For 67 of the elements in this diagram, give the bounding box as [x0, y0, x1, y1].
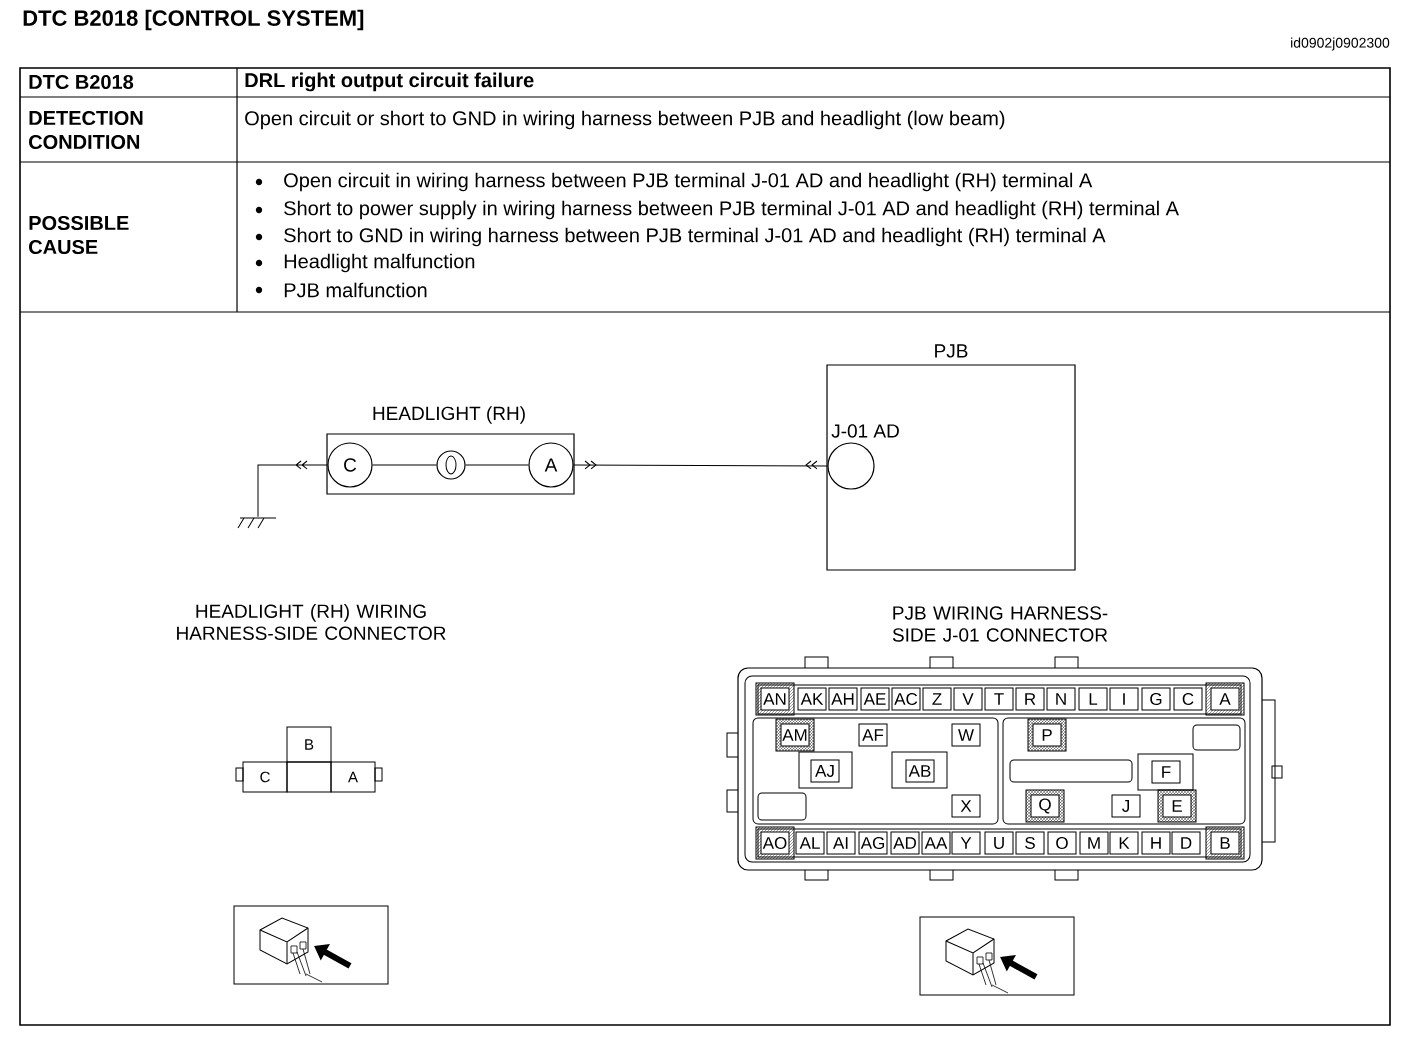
- hatched-pin-cell: A: [1205, 682, 1245, 716]
- table-text: Open circuit or short to GND in wiring harness between PJB and headlight (low beam): [245, 110, 1005, 130]
- wire: [573, 464, 828, 467]
- pin-cell: X: [951, 794, 981, 818]
- pin-cell: R: [1015, 687, 1045, 711]
- hatched-pin-cell: E: [1157, 789, 1197, 823]
- pin-cell: B: [286, 726, 332, 763]
- hatched-pin-cell: AM: [775, 718, 815, 752]
- pin-cell: S: [1015, 831, 1045, 855]
- pin-cell: A: [330, 761, 376, 793]
- pin-cell: W: [951, 723, 981, 747]
- bullet-item: Short to GND in wiring harness between PJB terminal J-01 AD and headlight (RH) terminal A: [255, 227, 1106, 247]
- pin-cell: Z: [922, 687, 952, 711]
- pin-cell: AF: [858, 723, 888, 747]
- hatched-pin-cell: Q: [1025, 789, 1065, 823]
- pin-cell: AB: [905, 759, 935, 783]
- pin-cell: AK: [797, 687, 827, 711]
- connector-caption: PJB WIRING HARNESS-SIDE J-01 CONNECTOR: [892, 606, 1108, 642]
- pin-cell: D: [1171, 831, 1201, 855]
- pin-cell: AJ: [810, 759, 840, 783]
- pin-cell: N: [1046, 687, 1076, 711]
- pin-cell: AD: [890, 831, 920, 855]
- pin-cell: M: [1079, 831, 1109, 855]
- ground-symbol: [237, 517, 277, 529]
- pin-cell: AE: [860, 687, 890, 711]
- wire: [257, 460, 328, 518]
- pin-cell: G: [1141, 687, 1171, 711]
- hatched-pin-cell: P: [1027, 718, 1067, 752]
- table-header-text: DTC B2018: [29, 74, 134, 90]
- hatched-pin-cell: AN: [755, 682, 795, 716]
- hatched-pin-cell: AO: [755, 826, 795, 860]
- hatched-pin-cell: B: [1205, 826, 1245, 860]
- pin-cell: Y: [951, 831, 981, 855]
- wire: [372, 464, 437, 466]
- connector-caption: HEADLIGHT (RH) WIRING HARNESS-SIDE CONNECTOR: [177, 604, 446, 640]
- bullet-item: Open circuit in wiring harness between PJB terminal J-01 AD and headlight (RH) terminal A: [255, 172, 1093, 192]
- pin-cell: C: [242, 761, 288, 793]
- pin-cell: V: [953, 687, 983, 711]
- pin-cell: L: [1078, 687, 1108, 711]
- pin-cell: J: [1111, 794, 1141, 818]
- table-header-text: POSSIBLE CAUSE: [29, 215, 129, 255]
- bulb-symbol: [436, 450, 466, 480]
- node-label: PJB: [935, 344, 968, 358]
- table-header-text: DETECTION CONDITION: [29, 110, 143, 150]
- pin-cell: T: [984, 687, 1014, 711]
- pin-cell: F: [1151, 760, 1181, 784]
- pin-cell: O: [1047, 831, 1077, 855]
- pin-cell: K: [1109, 831, 1139, 855]
- pin-cell: U: [984, 831, 1014, 855]
- pin-cell: AG: [858, 831, 888, 855]
- pin-cell: H: [1141, 831, 1171, 855]
- wire: [465, 464, 529, 466]
- pin-cell: AH: [828, 687, 858, 711]
- bullet-item: PJB malfunction: [255, 282, 427, 298]
- node-label: J-01 AD: [831, 424, 899, 438]
- table-header-text: DRL right output circuit failure: [245, 72, 534, 92]
- pin-cell: AA: [921, 831, 951, 855]
- pin-cell: AC: [891, 687, 921, 711]
- pin-cell: I: [1109, 687, 1139, 711]
- node-label: HEADLIGHT (RH): [373, 406, 525, 424]
- bullet-item: Headlight malfunction: [255, 253, 475, 273]
- pin-cell: C: [1173, 687, 1203, 711]
- page-title: DTC B2018 [CONTROL SYSTEM]: [23, 9, 364, 31]
- bullet-item: Short to power supply in wiring harness between PJB terminal J-01 AD and headlight (RH) terminal A: [255, 200, 1179, 220]
- pin-cell: AI: [826, 831, 856, 855]
- pin-cell: AL: [795, 831, 825, 855]
- document-id: id0902j0902300: [1291, 37, 1390, 51]
